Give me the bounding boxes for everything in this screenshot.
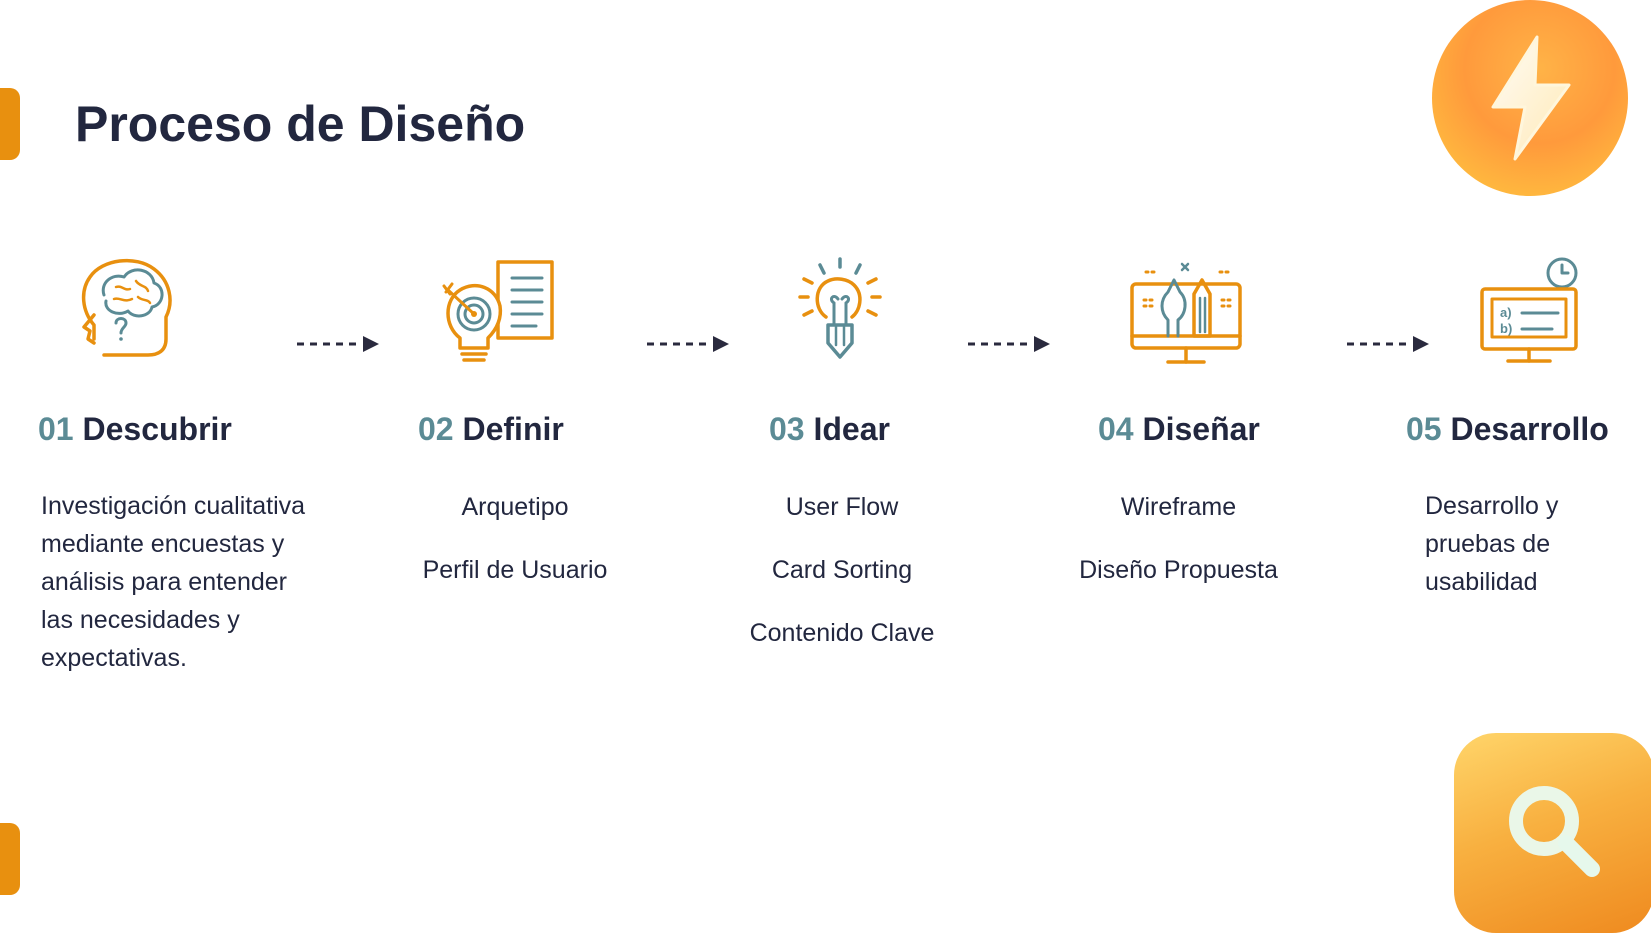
svg-text:a): a) — [1500, 305, 1512, 320]
step-list-definir: Arquetipo Perfil de Usuario — [400, 491, 630, 617]
list-item: Diseño Propuesta — [1079, 556, 1278, 584]
search-badge — [1454, 733, 1651, 933]
page-title: Proceso de Diseño — [75, 96, 526, 152]
accent-bar-top — [0, 88, 20, 160]
step-heading-desarrollo: 05 Desarrollo — [1406, 411, 1609, 448]
step-description-desarrollo: Desarrollo y pruebas de usabilidad — [1425, 492, 1559, 596]
arrow-1 — [297, 336, 379, 352]
bolt-badge — [1432, 0, 1628, 196]
bolt-icon — [1491, 35, 1571, 161]
step-number: 03 — [769, 411, 805, 447]
step-heading-disenar: 04 Diseñar — [1098, 411, 1260, 448]
idea-bulb-icon — [798, 257, 882, 359]
step-number: 02 — [418, 411, 454, 447]
step-name: Idear — [813, 411, 890, 447]
list-item: Card Sorting — [771, 556, 913, 584]
brain-head-icon — [81, 258, 172, 357]
step-heading-definir: 02 Definir — [418, 411, 564, 448]
step-name: Definir — [462, 411, 564, 447]
arrow-2 — [647, 336, 729, 352]
svg-text:b): b) — [1500, 321, 1512, 336]
step-number: 01 — [38, 411, 74, 447]
list-item: Wireframe — [1120, 493, 1237, 521]
step-list-disenar: Wireframe Diseño Propuesta — [1056, 491, 1301, 617]
step-name: Desarrollo — [1450, 411, 1609, 447]
target-lightbulb-icon — [442, 260, 554, 362]
list-item: Perfil de Usuario — [422, 556, 608, 584]
arrow-3 — [968, 336, 1050, 352]
arrow-4 — [1347, 336, 1429, 352]
accent-bar-bottom — [0, 823, 20, 895]
step-list-idear: User Flow Card Sorting Contenido Clave — [722, 491, 962, 680]
search-icon — [1509, 786, 1600, 877]
step-name: Descubrir — [82, 411, 232, 447]
list-item: Arquetipo — [461, 493, 569, 521]
quiz-monitor-icon: a) b) — [1480, 257, 1578, 363]
step-name: Diseñar — [1142, 411, 1260, 447]
step-heading-descubrir: 01 Descubrir — [38, 411, 232, 448]
list-item: User Flow — [785, 493, 899, 521]
step-number: 05 — [1406, 411, 1442, 447]
design-monitor-icon — [1130, 262, 1242, 364]
step-number: 04 — [1098, 411, 1134, 447]
step-heading-idear: 03 Idear — [769, 411, 890, 448]
step-description-descubrir: Investigación cualitativa mediante encue… — [41, 492, 306, 672]
list-item: Contenido Clave — [749, 619, 935, 647]
